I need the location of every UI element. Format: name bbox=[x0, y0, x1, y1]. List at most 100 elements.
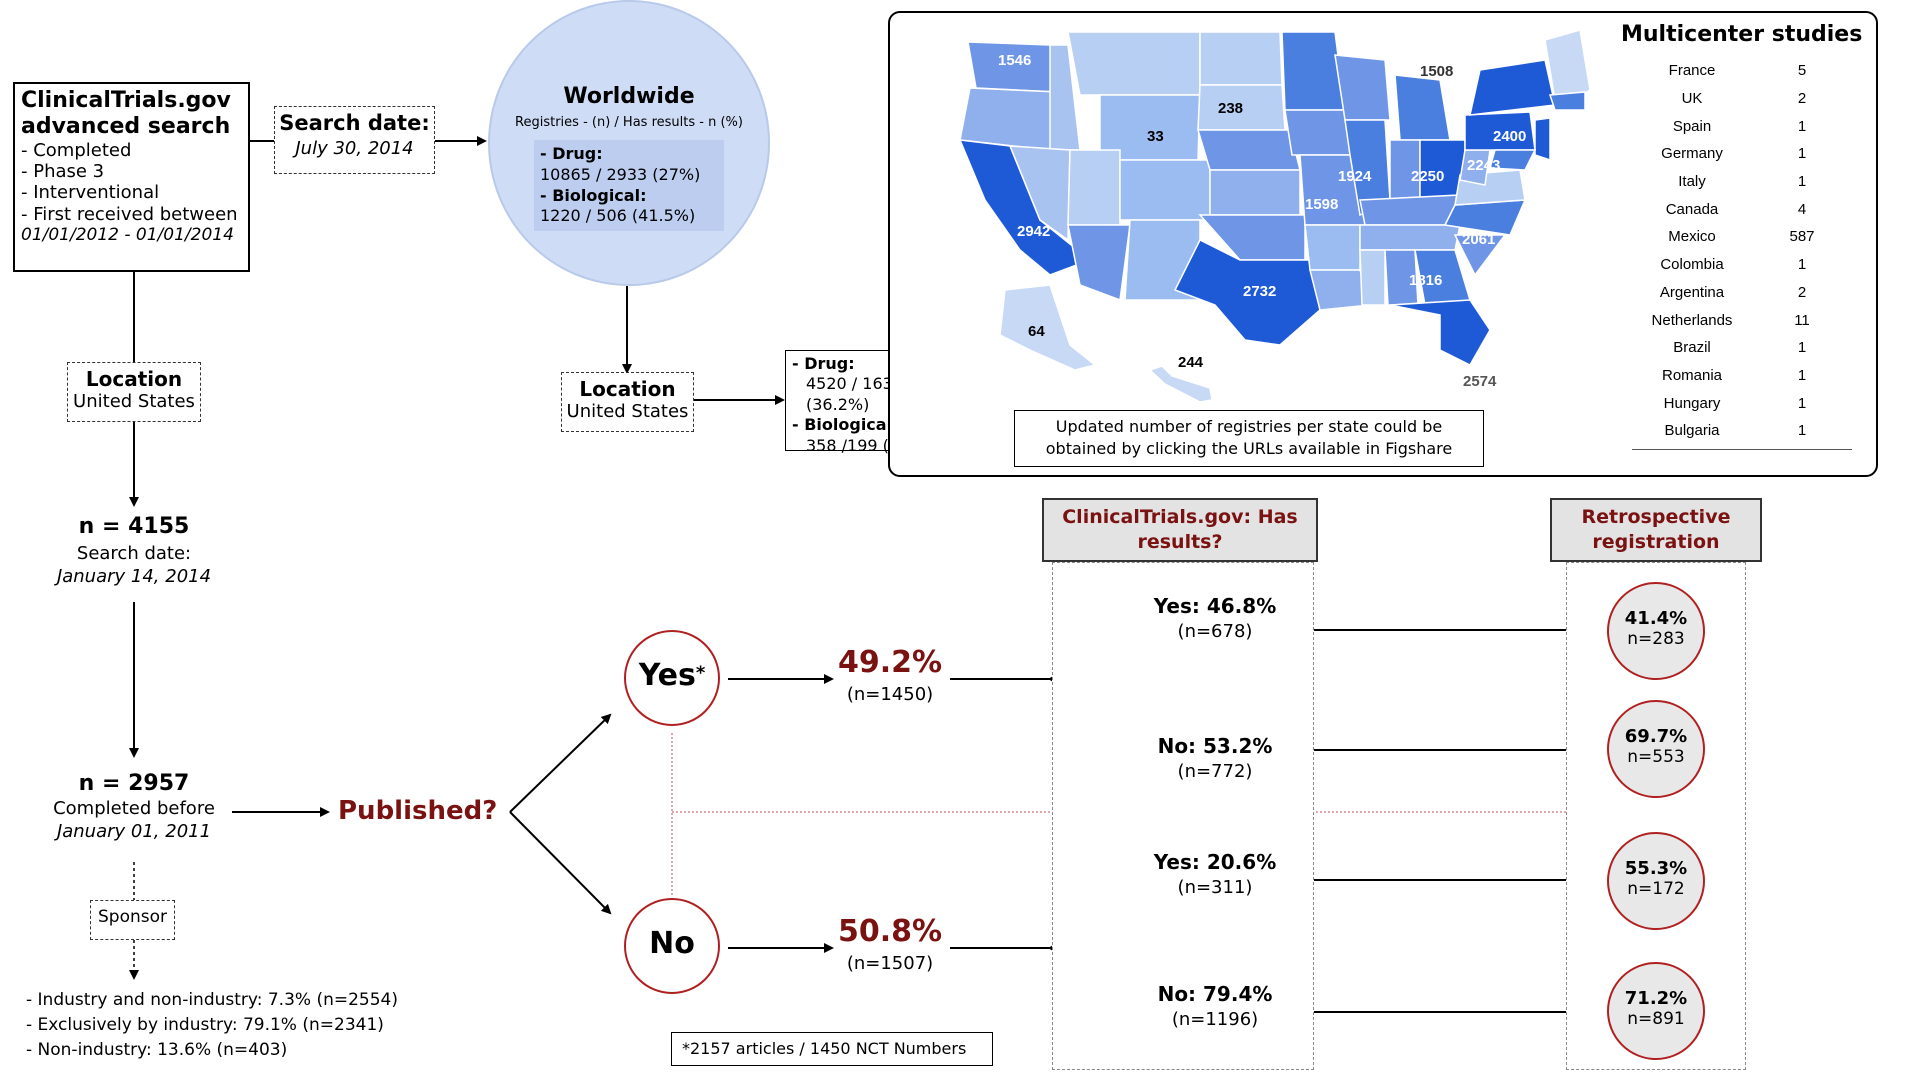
sponsor-item-industry: - Exclusively by industry: 79.1% (n=2341… bbox=[26, 1014, 384, 1035]
multicenter-country: Netherlands bbox=[1651, 311, 1733, 329]
map-note-text: Updated number of registries per state c… bbox=[1045, 417, 1453, 459]
search-date-label: Search date: bbox=[279, 111, 430, 135]
multicenter-country: Argentina bbox=[1659, 283, 1725, 301]
criteria-item-interventional: - Interventional bbox=[21, 182, 160, 204]
multicenter-row: Netherlands 11 bbox=[1632, 306, 1852, 334]
n4155-date: January 14, 2014 bbox=[56, 566, 212, 587]
worldwide-title: Worldwide bbox=[563, 84, 695, 109]
location-mid-value: United States bbox=[566, 401, 689, 422]
multicenter-country: Italy bbox=[1678, 173, 1706, 191]
multicenter-value: 1 bbox=[1797, 145, 1807, 163]
worldwide-values: - Drug: 10865 / 2933 (27%) - Biological:… bbox=[534, 140, 724, 232]
multicenter-row: Brazil 1 bbox=[1632, 334, 1852, 362]
map-value-minnesota-north: 1508 bbox=[1420, 63, 1454, 80]
sponsor-label: Sponsor bbox=[97, 907, 167, 927]
retro-circle-4-n: n=891 bbox=[1627, 1009, 1685, 1029]
search-date-box: Search date: July 30, 2014 bbox=[274, 106, 435, 174]
n2957-date: January 01, 2011 bbox=[56, 821, 212, 842]
arrow-to-no bbox=[509, 811, 612, 915]
map-value-wyoming: 33 bbox=[1147, 128, 1164, 145]
multicenter-value: 1 bbox=[1797, 366, 1807, 384]
map-value-missouri: 1598 bbox=[1305, 196, 1339, 213]
yes-circle: Yes* bbox=[624, 630, 720, 726]
map-value-washington: 1546 bbox=[998, 52, 1032, 69]
sponsor-box: Sponsor bbox=[90, 900, 175, 940]
multicenter-country: Germany bbox=[1661, 145, 1723, 163]
map-value-hawaii: 244 bbox=[1178, 354, 1204, 371]
sponsor-item-non-industry: - Non-industry: 13.6% (n=403) bbox=[26, 1039, 288, 1060]
retro-circle-3-pct: 55.3% bbox=[1624, 858, 1688, 879]
arrow-to-yes bbox=[509, 713, 612, 813]
search-date-value: July 30, 2014 bbox=[295, 138, 414, 159]
has-results-header-text: ClinicalTrials.gov: Has results? bbox=[1062, 506, 1298, 553]
criteria-item-completed: - Completed bbox=[21, 139, 132, 161]
has-results-row-3: Yes: 20.6% (n=311) bbox=[1120, 850, 1310, 898]
us-drug-label: - Drug: bbox=[792, 354, 855, 373]
criteria-date-range: 01/01/2012 - 01/01/2014 bbox=[21, 224, 234, 245]
yes-branch-pct: 49.2% bbox=[837, 645, 943, 680]
us-bio-label: - Biological: bbox=[792, 415, 899, 435]
multicenter-country: Brazil bbox=[1673, 339, 1711, 357]
map-value-ohio: 2250 bbox=[1411, 168, 1445, 185]
no-label: No bbox=[649, 926, 695, 961]
location-mid-box: Location United States bbox=[561, 372, 694, 432]
multicenter-country: Colombia bbox=[1660, 256, 1724, 274]
map-value-south-dakota: 238 bbox=[1218, 100, 1244, 117]
multicenter-row: Germany 1 bbox=[1632, 140, 1852, 168]
multicenter-value: 11 bbox=[1794, 311, 1810, 329]
has-results-row-2-label: No: 53.2% bbox=[1157, 734, 1273, 758]
map-note-box: Updated number of registries per state c… bbox=[1014, 410, 1484, 467]
retro-header-text: Retrospective registration bbox=[1581, 506, 1731, 553]
has-results-row-2: No: 53.2% (n=772) bbox=[1120, 734, 1310, 782]
has-results-row-4-label: No: 79.4% bbox=[1157, 982, 1273, 1006]
multicenter-row: Argentina 2 bbox=[1632, 279, 1852, 307]
published-question: Published? bbox=[338, 796, 498, 826]
no-branch-pct: 50.8% bbox=[837, 914, 943, 949]
multicenter-country: Romania bbox=[1661, 366, 1723, 384]
retro-circle-2-pct: 69.7% bbox=[1624, 726, 1688, 747]
multicenter-country: UK bbox=[1681, 90, 1703, 108]
multicenter-value: 5 bbox=[1797, 62, 1807, 80]
worldwide-subtitle: Registries - (n) / Has results - n (%) bbox=[515, 115, 743, 130]
map-value-california: 2942 bbox=[1017, 223, 1051, 240]
has-results-row-1: Yes: 46.8% (n=678) bbox=[1120, 594, 1310, 642]
multicenter-value: 4 bbox=[1797, 200, 1807, 218]
n2957-block: n = 2957 Completed before January 01, 20… bbox=[34, 771, 234, 842]
has-results-row-4-n: (n=1196) bbox=[1171, 1009, 1259, 1030]
location-left-label: Location bbox=[85, 367, 183, 391]
n4155-label: Search date: bbox=[76, 543, 192, 564]
worldwide-bio-label: - Biological: bbox=[540, 185, 647, 205]
map-value-texas: 2732 bbox=[1243, 283, 1277, 300]
map-value-alaska: 64 bbox=[1028, 323, 1045, 340]
map-value-illinois: 1924 bbox=[1338, 168, 1372, 185]
has-results-header: ClinicalTrials.gov: Has results? bbox=[1042, 498, 1318, 562]
multicenter-value: 2 bbox=[1797, 283, 1807, 301]
location-left-box: Location United States bbox=[67, 362, 201, 422]
criteria-item-first-received: - First received between bbox=[21, 203, 238, 225]
location-left-value: United States bbox=[73, 391, 195, 412]
footnote-box: *2157 articles / 1450 NCT Numbers bbox=[671, 1032, 993, 1066]
sponsor-list: - Industry and non-industry: 7.3% (n=255… bbox=[26, 988, 398, 1062]
has-results-column bbox=[1052, 562, 1314, 1070]
multicenter-bottom-rule bbox=[1632, 448, 1852, 450]
has-results-row-3-label: Yes: 20.6% bbox=[1153, 850, 1277, 874]
retro-circle-1-n: n=283 bbox=[1627, 629, 1685, 649]
multicenter-country: Spain bbox=[1672, 117, 1712, 135]
multicenter-value: 1 bbox=[1797, 339, 1807, 357]
search-criteria-box: ClinicalTrials.gov advanced search - Com… bbox=[13, 82, 250, 272]
has-results-row-3-n: (n=311) bbox=[1177, 877, 1253, 898]
worldwide-drug-label: - Drug: bbox=[540, 144, 603, 163]
multicenter-value: 1 bbox=[1797, 394, 1807, 412]
has-results-row-1-n: (n=678) bbox=[1177, 621, 1253, 642]
retro-circle-3: 55.3% n=172 bbox=[1607, 832, 1705, 930]
